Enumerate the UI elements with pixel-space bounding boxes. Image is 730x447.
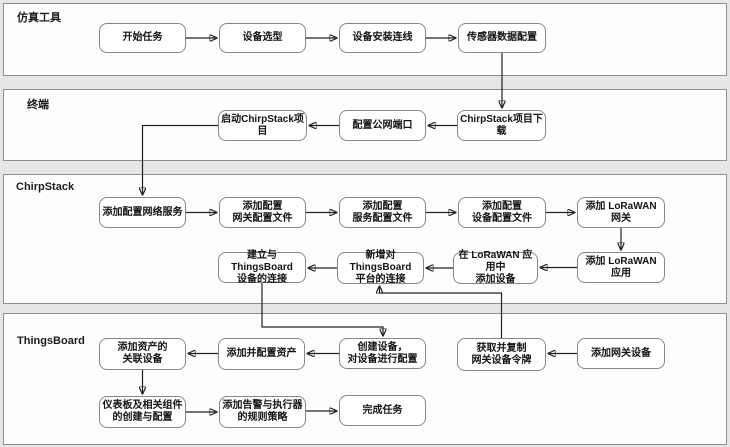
node-finish-task: 完成任务	[339, 395, 426, 426]
lane-label-thingsboard: ThingsBoard	[17, 335, 85, 347]
node-dashboard-components: 仪表板及相关组件 的创建与配置	[99, 396, 186, 428]
node-device-selection: 设备选型	[219, 23, 306, 53]
node-add-device-profile: 添加配置 设备配置文件	[458, 197, 546, 228]
node-chirpstack-download: ChirpStack项目下载	[457, 110, 546, 141]
node-copy-gateway-token: 获取并复制 网关设备令牌	[457, 338, 546, 371]
node-add-configure-asset: 添加并配置资产	[218, 338, 305, 370]
node-establish-device-connection: 建立与ThingsBoard 设备的连接	[218, 250, 306, 285]
node-add-lorawan-gateway: 添加 LoRaWAN 网关	[577, 197, 665, 228]
lane-label-chirpstack: ChirpStack	[16, 181, 75, 193]
node-create-configure-device: 创建设备， 对设备进行配置	[339, 338, 426, 369]
node-config-public-port: 配置公网端口	[339, 110, 426, 141]
node-sensor-data-config: 传感器数据配置	[458, 23, 546, 53]
node-add-lorawan-app: 添加 LoRaWAN 应用	[577, 252, 665, 283]
node-add-gateway-device: 添加网关设备	[577, 338, 665, 369]
node-start-chirpstack-project: 启动ChirpStack项目	[218, 110, 307, 141]
node-device-install-wiring: 设备安装连线	[339, 23, 426, 53]
node-alarm-rules: 添加告警与执行器 的规则策略	[219, 396, 306, 428]
node-add-gateway-profile: 添加配置 网关配置文件	[219, 197, 306, 228]
node-start-task: 开始任务	[99, 23, 186, 53]
lane-label-terminal: 终端	[27, 99, 49, 111]
node-add-service-profile: 添加配置 服务配置文件	[339, 197, 426, 228]
node-add-asset-devices: 添加资产的 关联设备	[99, 338, 186, 370]
node-add-network-service: 添加配置网络服务	[99, 197, 186, 228]
node-add-thingsboard-connection: 新增对ThingsBoard 平台的连接	[337, 250, 424, 285]
node-add-device-in-app: 在 LoRaWAN 应用中 添加设备	[453, 250, 538, 285]
lane-label-simulation-tool: 仿真工具	[17, 12, 61, 24]
